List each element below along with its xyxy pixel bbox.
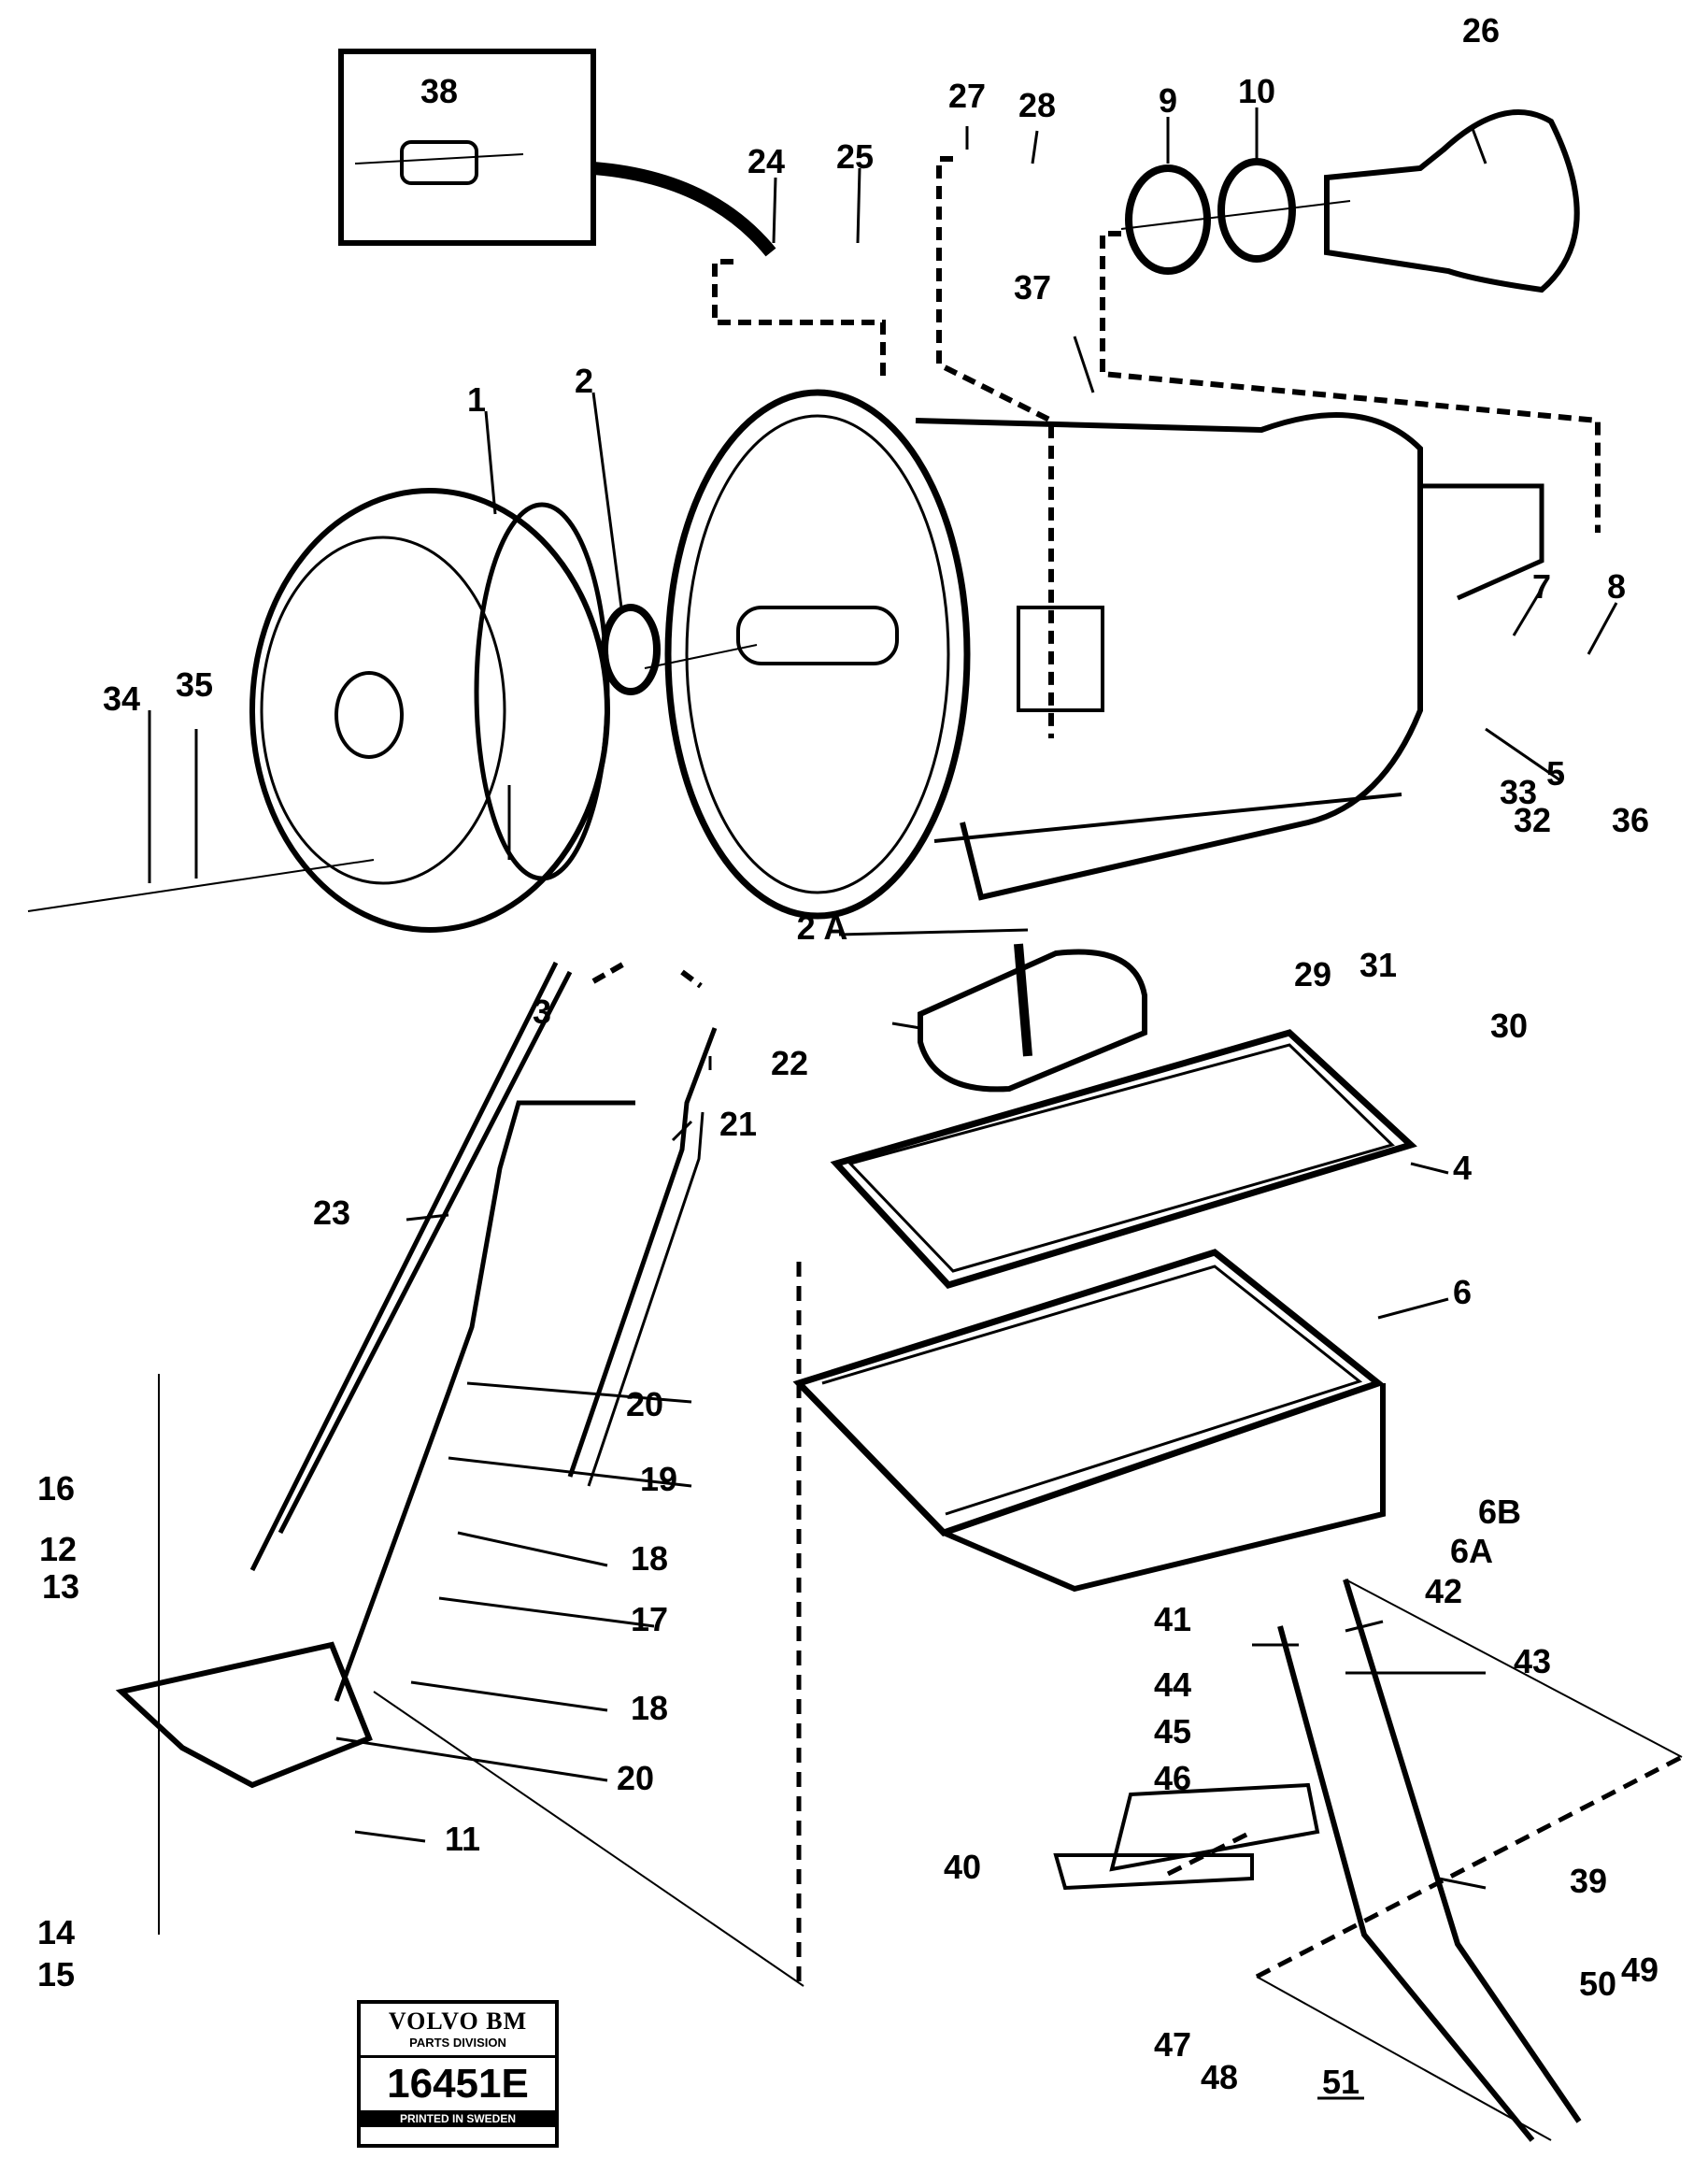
callout-20: 20 (626, 1385, 663, 1423)
callout-10: 10 (1238, 72, 1275, 110)
callout-7: 7 (1532, 567, 1551, 606)
callout-39: 39 (1570, 1862, 1607, 1900)
callout-23: 23 (313, 1193, 350, 1232)
callout-35: 35 (176, 665, 213, 704)
callout-45: 45 (1154, 1712, 1191, 1750)
callout-8: 8 (1607, 567, 1626, 606)
callout-24: 24 (747, 142, 785, 180)
callout-50: 50 (1579, 1965, 1616, 2003)
callout-1: 1 (467, 380, 486, 419)
callout-22: 22 (771, 1044, 808, 1082)
callout-27: 27 (948, 77, 986, 115)
callout-21: 21 (719, 1105, 757, 1143)
callout-41: 41 (1154, 1600, 1191, 1638)
callout-46: 46 (1154, 1759, 1191, 1797)
leader-lines (148, 107, 1618, 2100)
callout-18: 18 (631, 1539, 668, 1578)
callout-38: 38 (420, 72, 458, 110)
callout-33: 33 (1500, 773, 1537, 811)
callout-12: 12 (39, 1530, 77, 1568)
callout-49: 49 (1621, 1951, 1658, 1989)
pan-gasket (830, 1029, 1417, 1289)
callout-28: 28 (1018, 86, 1056, 124)
callout-18: 18 (631, 1689, 668, 1727)
callout-25: 25 (836, 137, 874, 176)
volvo-parts-stamp: VOLVO BM PARTS DIVISION 16451E PRINTED I… (357, 2000, 559, 2148)
callout-32: 32 (1514, 801, 1551, 839)
tube-bracket (115, 1641, 373, 1789)
part-outlines (27, 49, 1684, 2142)
callout-42: 42 (1425, 1572, 1462, 1610)
callout-6a: 6A (1450, 1532, 1493, 1570)
callout-9: 9 (1159, 81, 1177, 120)
stamp-brand: VOLVO BM (388, 2008, 528, 2035)
callout-6b: 6B (1478, 1493, 1521, 1531)
callout-31: 31 (1359, 946, 1397, 984)
callout-2: 2 (575, 362, 593, 400)
oil-filter (918, 949, 1147, 1093)
callout-30: 30 (1490, 1007, 1528, 1045)
callout-37: 37 (1014, 268, 1051, 307)
callout-40: 40 (944, 1848, 981, 1886)
callout-2a: 2 A (797, 908, 848, 947)
transmission-case (915, 412, 1423, 901)
callout-17: 17 (631, 1600, 668, 1638)
callout-15: 15 (37, 1955, 75, 1993)
callout-47: 47 (1154, 2025, 1191, 2064)
stamp-number: 16451E (387, 2061, 529, 2107)
stamp-division: PARTS DIVISION (361, 2036, 555, 2058)
oil-pan (792, 1249, 1386, 1537)
callout-51: 51 (1322, 2063, 1359, 2101)
callout-5: 5 (1546, 754, 1565, 793)
dipstick-tube (567, 1027, 718, 1478)
callout-44: 44 (1154, 1665, 1191, 1704)
callout-29: 29 (1294, 955, 1331, 993)
callout-43: 43 (1514, 1642, 1551, 1680)
callout-11: 11 (445, 1820, 480, 1858)
stamp-printed: PRINTED IN SWEDEN (361, 2110, 555, 2127)
callout-20: 20 (617, 1759, 654, 1797)
callout-36: 36 (1612, 801, 1649, 839)
bell-housing (664, 389, 971, 920)
torque-converter (249, 488, 610, 933)
callout-14: 14 (37, 1913, 75, 1951)
inset-box (338, 49, 596, 246)
callout-16: 16 (37, 1469, 75, 1508)
callout-48: 48 (1201, 2058, 1238, 2096)
callout-4: 4 (1453, 1149, 1472, 1187)
seal-ring (601, 604, 661, 695)
callout-3: 3 (533, 993, 551, 1031)
callout-13: 13 (42, 1567, 79, 1606)
callout-19: 19 (640, 1460, 677, 1498)
callout-26: 26 (1462, 11, 1500, 50)
callout-6: 6 (1453, 1273, 1472, 1311)
callout-34: 34 (103, 679, 140, 718)
